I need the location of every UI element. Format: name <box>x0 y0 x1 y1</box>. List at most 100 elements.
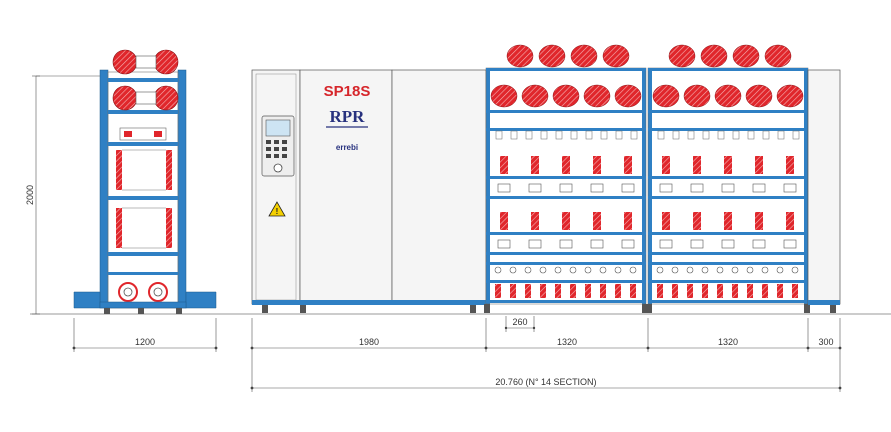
spindle-bobbin <box>531 156 539 174</box>
section-rail <box>486 110 646 113</box>
creel-bobbin <box>700 44 728 68</box>
creel-bobbin <box>683 84 711 108</box>
yarn-guide <box>717 130 725 140</box>
spindle-bobbin <box>755 156 763 174</box>
take-up-roller <box>614 266 622 274</box>
take-up-bobbin <box>525 284 531 298</box>
spindle-bobbin <box>624 156 632 174</box>
spindle-unit <box>590 239 604 249</box>
take-up-roller <box>671 266 679 274</box>
take-up-bobbin <box>615 284 621 298</box>
total-length-label: 20.760 (N° 14 SECTION) <box>495 377 596 387</box>
control-panel-screen <box>265 119 291 137</box>
take-up-bobbin <box>687 284 693 298</box>
creel-bobbin <box>745 84 773 108</box>
spindle-bobbin <box>662 156 670 174</box>
take-up-roller <box>776 266 784 274</box>
section-rail <box>486 262 646 265</box>
section-foot <box>646 304 652 313</box>
section-rail <box>648 280 808 283</box>
section-rail <box>648 128 808 131</box>
section-rail <box>486 128 646 131</box>
section-rail <box>486 176 646 179</box>
section-rail <box>486 196 646 199</box>
yarn-guide <box>702 130 710 140</box>
take-up-roller <box>656 266 664 274</box>
take-up-roller <box>494 266 502 274</box>
spindle-unit <box>752 183 766 193</box>
yarn-guide <box>585 130 593 140</box>
take-up-roller <box>554 266 562 274</box>
yarn-guide <box>777 130 785 140</box>
take-up-roller <box>746 266 754 274</box>
take-up-bobbin <box>732 284 738 298</box>
yarn-guide <box>615 130 623 140</box>
section-rail <box>486 68 646 71</box>
yarn-guide <box>747 130 755 140</box>
take-up-bobbin <box>777 284 783 298</box>
side-view <box>73 49 217 314</box>
section-rail <box>648 110 808 113</box>
side-width-label: 1200 <box>135 337 155 347</box>
end-cap <box>807 69 841 313</box>
take-up-bobbin <box>717 284 723 298</box>
section-rail <box>648 300 808 303</box>
take-up-bobbin <box>600 284 606 298</box>
spindle-bobbin <box>500 212 508 230</box>
spindle-unit <box>659 239 673 249</box>
section-post <box>642 68 646 304</box>
spindle-unit <box>621 239 635 249</box>
creel-bobbin <box>732 44 760 68</box>
spindle-bobbin <box>724 212 732 230</box>
spindle-unit <box>690 183 704 193</box>
creel-bobbin <box>668 44 696 68</box>
creel-bobbin <box>602 44 630 68</box>
take-up-bobbin <box>672 284 678 298</box>
take-up-bobbin <box>702 284 708 298</box>
section-rail <box>648 262 808 265</box>
yarn-guide <box>525 130 533 140</box>
section-post <box>486 68 490 304</box>
machine-head: ! SP18S RPR errebi <box>251 69 487 313</box>
section-foot <box>642 304 648 313</box>
yarn-guide <box>630 130 638 140</box>
take-up-roller <box>509 266 517 274</box>
svg-text:!: ! <box>276 207 279 216</box>
section-rail <box>648 252 808 255</box>
creel-bobbin <box>652 84 680 108</box>
spindle-unit <box>559 239 573 249</box>
section-rail <box>648 232 808 235</box>
section-rail <box>648 176 808 179</box>
spindle-bobbin <box>724 156 732 174</box>
spindle-bobbin <box>786 156 794 174</box>
yarn-guide <box>555 130 563 140</box>
section-rail <box>486 300 646 303</box>
creel-bobbin <box>714 84 742 108</box>
take-up-bobbin <box>495 284 501 298</box>
creel-bobbin <box>583 84 611 108</box>
section-1-length-label: 1320 <box>557 337 577 347</box>
spindle-bobbin <box>562 156 570 174</box>
spindle-unit <box>621 183 635 193</box>
section-post <box>648 68 652 304</box>
take-up-bobbin <box>585 284 591 298</box>
creel-bobbin <box>521 84 549 108</box>
yarn-guide <box>792 130 800 140</box>
section-rail <box>648 196 808 199</box>
maker-logo: errebi <box>336 143 358 152</box>
take-up-bobbin <box>657 284 663 298</box>
section-post <box>804 68 808 304</box>
spindle-unit <box>783 239 797 249</box>
yarn-guide <box>732 130 740 140</box>
height-label: 2000 <box>25 185 35 205</box>
take-up-bobbin <box>510 284 516 298</box>
spindle-unit <box>497 183 511 193</box>
spindle-pitch-label: 260 <box>512 317 527 327</box>
section-2-length-label: 1320 <box>718 337 738 347</box>
take-up-roller <box>791 266 799 274</box>
spindle-bobbin <box>693 212 701 230</box>
take-up-roller <box>686 266 694 274</box>
model-label: SP18S <box>324 83 371 100</box>
take-up-roller <box>701 266 709 274</box>
